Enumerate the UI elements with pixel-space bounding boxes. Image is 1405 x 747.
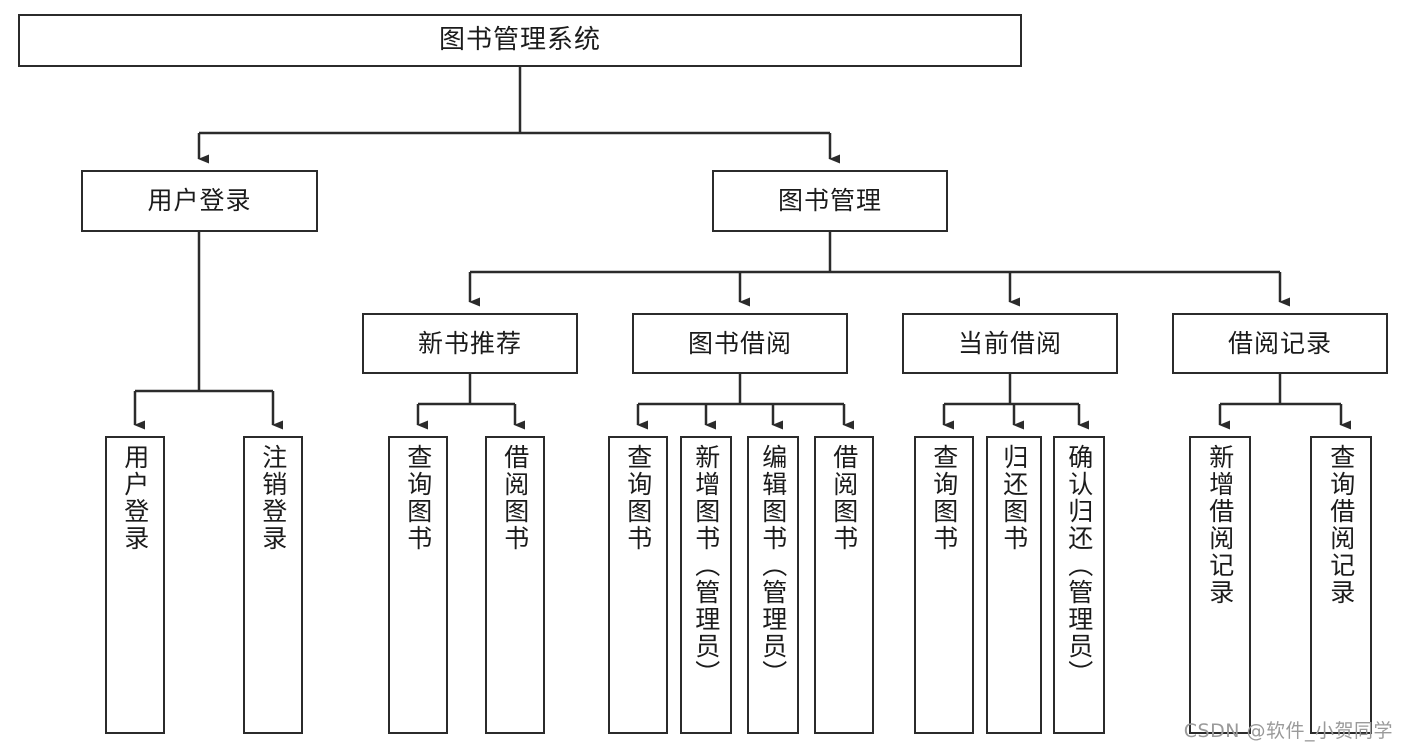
node-label: 借阅图书: [500, 444, 530, 552]
node-login[interactable]: 用户登录: [81, 170, 318, 232]
node-leaf-query-record[interactable]: 查询借阅记录: [1310, 436, 1372, 734]
node-leaf-confirm-return[interactable]: 确认归还（管理员）: [1053, 436, 1105, 734]
node-label: 查询图书: [403, 444, 433, 552]
node-leaf-borrow-book-1[interactable]: 借阅图书: [485, 436, 545, 734]
node-label: 新增借阅记录: [1205, 444, 1235, 606]
node-label: 借阅记录: [1227, 328, 1332, 358]
node-leaf-return-book[interactable]: 归还图书: [986, 436, 1042, 734]
node-label: 新书推荐: [417, 328, 522, 358]
node-label: 图书管理: [777, 186, 882, 215]
node-root[interactable]: 图书管理系统: [18, 14, 1022, 67]
node-label: 编辑图书（管理员）: [758, 444, 788, 687]
node-label: 确认归还（管理员）: [1064, 444, 1094, 687]
node-label: 图书管理系统: [438, 24, 601, 55]
node-leaf-query-book-1[interactable]: 查询图书: [388, 436, 448, 734]
node-leaf-borrow-book-2[interactable]: 借阅图书: [814, 436, 874, 734]
node-borrow[interactable]: 图书借阅: [632, 313, 848, 374]
node-label: 图书借阅: [687, 328, 792, 358]
node-current[interactable]: 当前借阅: [902, 313, 1118, 374]
watermark-label: CSDN @软件_小贺同学: [1183, 720, 1393, 742]
node-label: 查询借阅记录: [1326, 444, 1356, 606]
node-records[interactable]: 借阅记录: [1172, 313, 1388, 374]
node-leaf-logout[interactable]: 注销登录: [243, 436, 303, 734]
node-bookmgmt[interactable]: 图书管理: [712, 170, 948, 232]
node-label: 借阅图书: [829, 444, 859, 552]
node-label: 新增图书（管理员）: [691, 444, 721, 687]
node-leaf-query-book-2[interactable]: 查询图书: [608, 436, 668, 734]
node-leaf-user-login[interactable]: 用户登录: [105, 436, 165, 734]
node-leaf-add-book[interactable]: 新增图书（管理员）: [680, 436, 732, 734]
node-label: 注销登录: [258, 444, 288, 552]
node-leaf-edit-book[interactable]: 编辑图书（管理员）: [747, 436, 799, 734]
node-label: 当前借阅: [957, 328, 1062, 358]
node-leaf-query-book-3[interactable]: 查询图书: [914, 436, 974, 734]
node-leaf-add-record[interactable]: 新增借阅记录: [1189, 436, 1251, 734]
node-label: 归还图书: [999, 444, 1029, 552]
node-label: 查询图书: [929, 444, 959, 552]
node-label: 用户登录: [147, 186, 252, 215]
node-label: 用户登录: [120, 444, 150, 552]
node-newbook[interactable]: 新书推荐: [362, 313, 578, 374]
node-label: 查询图书: [623, 444, 653, 552]
